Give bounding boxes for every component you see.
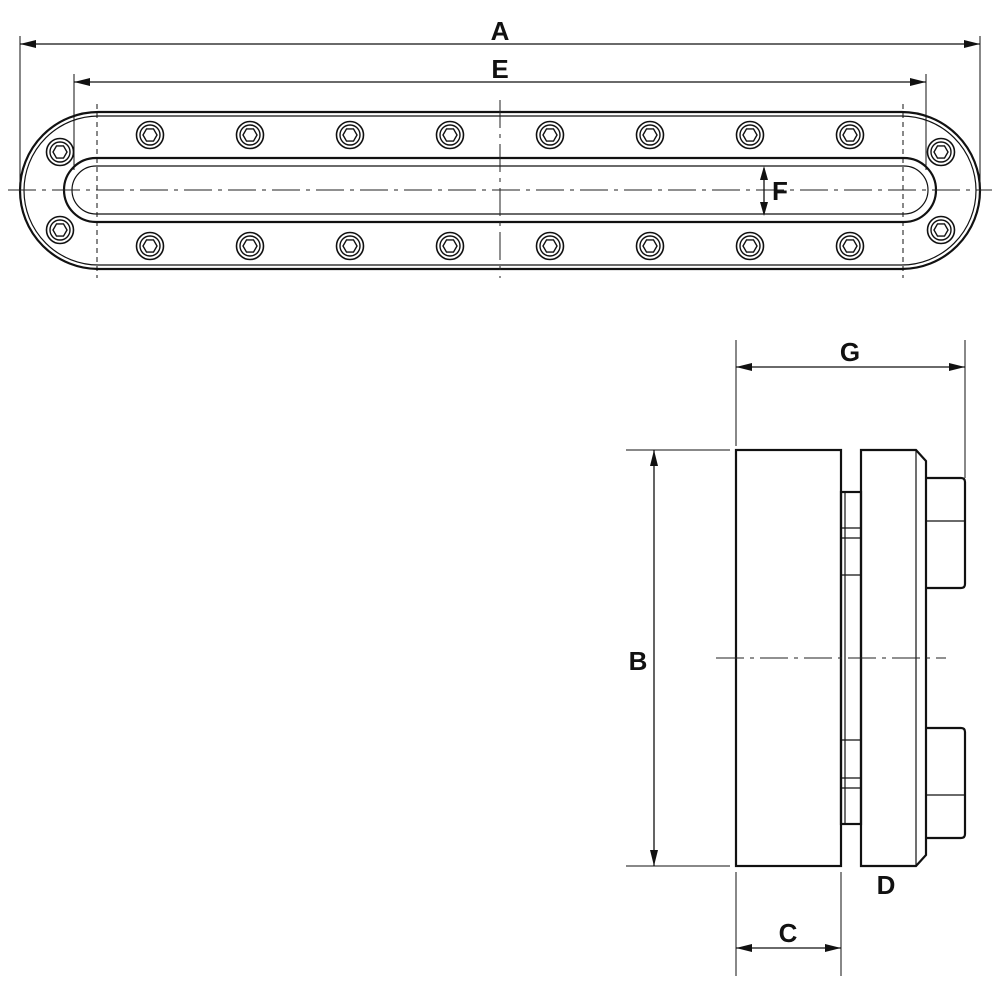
hex-socket-bolt-icon bbox=[45, 137, 75, 167]
dim-label-d: D bbox=[877, 870, 896, 900]
bolt-head-bottom bbox=[926, 726, 967, 840]
hex-socket-bolt-icon bbox=[135, 120, 165, 150]
side-view: G B C D bbox=[626, 337, 967, 976]
dim-b-arrow-top bbox=[650, 450, 658, 466]
hex-socket-bolt-icon bbox=[735, 120, 765, 150]
dim-c-arrow-left bbox=[736, 944, 752, 952]
dim-f-arrow-bottom bbox=[760, 202, 768, 216]
hex-socket-bolt-icon bbox=[135, 231, 165, 261]
bolt-head-top bbox=[926, 476, 967, 590]
dim-f-arrow-top bbox=[760, 166, 768, 180]
hex-socket-bolt-icon bbox=[435, 120, 465, 150]
dim-a-arrow-left bbox=[20, 40, 36, 48]
dim-label-c: C bbox=[779, 918, 798, 948]
hex-socket-bolt-icon bbox=[926, 215, 956, 245]
dim-label-g: G bbox=[840, 337, 860, 367]
hex-socket-bolt-icon bbox=[335, 231, 365, 261]
dim-g-arrow-right bbox=[949, 363, 965, 371]
hex-socket-bolt-icon bbox=[535, 120, 565, 150]
hex-socket-bolt-icon bbox=[435, 231, 465, 261]
dim-b-arrow-bottom bbox=[650, 850, 658, 866]
dim-e-arrow-left bbox=[74, 78, 90, 86]
dim-g-arrow-left bbox=[736, 363, 752, 371]
dim-label-e: E bbox=[491, 54, 508, 84]
dim-c-arrow-right bbox=[825, 944, 841, 952]
dim-label-b: B bbox=[629, 646, 648, 676]
dim-label-f: F bbox=[772, 176, 788, 206]
top-view: A E F bbox=[8, 16, 992, 278]
dim-e-arrow-right bbox=[910, 78, 926, 86]
hex-socket-bolt-icon bbox=[926, 137, 956, 167]
dim-label-a: A bbox=[491, 16, 510, 46]
hex-socket-bolt-icon bbox=[635, 231, 665, 261]
hex-socket-bolt-icon bbox=[835, 120, 865, 150]
hex-socket-bolt-icon bbox=[635, 120, 665, 150]
hex-socket-bolt-icon bbox=[835, 231, 865, 261]
hex-socket-bolt-icon bbox=[235, 120, 265, 150]
hex-socket-bolt-icon bbox=[235, 231, 265, 261]
dim-a-arrow-right bbox=[964, 40, 980, 48]
hex-socket-bolt-icon bbox=[45, 215, 75, 245]
hex-socket-bolt-icon bbox=[535, 231, 565, 261]
hex-socket-bolt-icon bbox=[735, 231, 765, 261]
hex-socket-bolt-icon bbox=[335, 120, 365, 150]
